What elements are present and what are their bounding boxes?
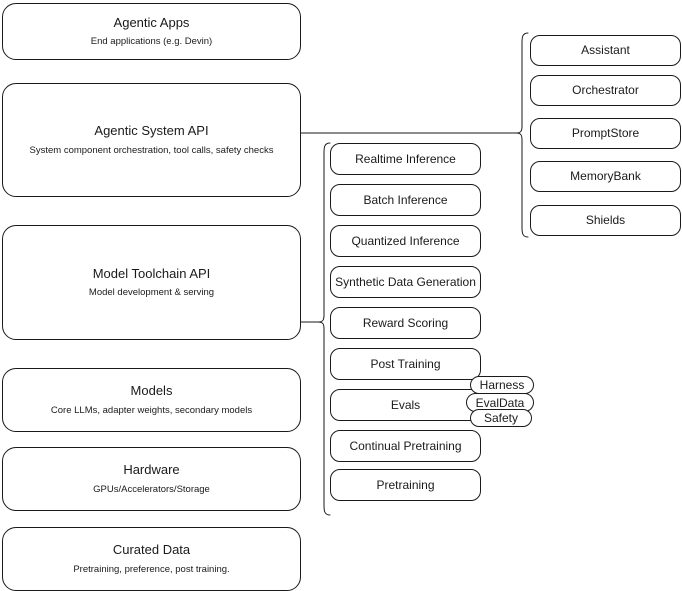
layer-subtitle: GPUs/Accelerators/Storage (93, 483, 210, 495)
brace-toolchain-items (317, 142, 331, 516)
toolchain-item-quantized-inference[interactable]: Quantized Inference (330, 225, 481, 257)
brace-system-components (515, 32, 529, 238)
system-item-label: Orchestrator (572, 83, 639, 97)
layer-subtitle: Model development & serving (88, 287, 215, 299)
toolchain-item-pretraining[interactable]: Pretraining (330, 469, 481, 501)
system-item-orchestrator[interactable]: Orchestrator (530, 75, 681, 106)
toolchain-item-evals[interactable]: Evals (330, 389, 481, 421)
system-item-shields[interactable]: Shields (530, 205, 681, 236)
layer-models[interactable]: Models Core LLMs, adapter weights, secon… (2, 368, 301, 432)
eval-tag-harness[interactable]: Harness (470, 376, 534, 394)
toolchain-item-continual-pretraining[interactable]: Continual Pretraining (330, 430, 481, 462)
layer-hardware[interactable]: Hardware GPUs/Accelerators/Storage (2, 447, 301, 511)
toolchain-item-label: Continual Pretraining (349, 438, 462, 453)
eval-tag-label: Safety (483, 411, 519, 425)
toolchain-item-post-training[interactable]: Post Training (330, 348, 481, 380)
toolchain-item-label: Pretraining (376, 477, 435, 492)
eval-tag-safety[interactable]: Safety (470, 409, 532, 427)
layer-title: Hardware (123, 462, 180, 478)
layer-curated-data[interactable]: Curated Data Pretraining, preference, po… (2, 527, 301, 591)
toolchain-item-label: Post Training (370, 356, 441, 371)
toolchain-item-label: Batch Inference (363, 192, 448, 207)
layer-title: Curated Data (112, 542, 191, 558)
toolchain-item-label: Evals (390, 397, 421, 412)
toolchain-item-synthetic-data-generation[interactable]: Synthetic Data Generation (330, 266, 481, 298)
layer-agentic-system-api[interactable]: Agentic System API System component orch… (2, 83, 301, 197)
layer-subtitle: End applications (e.g. Devin) (90, 36, 213, 48)
layer-title: Agentic Apps (113, 14, 190, 30)
system-item-label: Assistant (581, 43, 630, 57)
layer-model-toolchain-api[interactable]: Model Toolchain API Model development & … (2, 225, 301, 340)
toolchain-item-reward-scoring[interactable]: Reward Scoring (330, 307, 481, 339)
layer-title: Agentic System API (94, 123, 209, 139)
layer-title: Model Toolchain API (92, 265, 211, 281)
toolchain-item-realtime-inference[interactable]: Realtime Inference (330, 143, 481, 175)
layer-agentic-apps[interactable]: Agentic Apps End applications (e.g. Devi… (2, 3, 301, 60)
toolchain-item-label: Synthetic Data Generation (335, 274, 476, 289)
toolchain-item-batch-inference[interactable]: Batch Inference (330, 184, 481, 216)
system-item-label: MemoryBank (570, 169, 641, 183)
system-item-assistant[interactable]: Assistant (530, 35, 681, 66)
eval-tag-label: Harness (479, 378, 525, 392)
layer-subtitle: Core LLMs, adapter weights, secondary mo… (50, 404, 253, 416)
layer-subtitle: Pretraining, preference, post training. (73, 563, 230, 575)
layer-title: Models (130, 383, 173, 399)
eval-tag-label: EvalData (475, 395, 525, 410)
toolchain-item-label: Quantized Inference (351, 233, 460, 248)
toolchain-item-label: Realtime Inference (355, 151, 456, 166)
system-item-memorybank[interactable]: MemoryBank (530, 161, 681, 192)
system-item-promptstore[interactable]: PromptStore (530, 118, 681, 149)
layer-subtitle: System component orchestration, tool cal… (29, 144, 274, 156)
system-item-label: Shields (585, 213, 626, 227)
system-item-label: PromptStore (571, 126, 640, 140)
toolchain-item-label: Reward Scoring (362, 315, 449, 330)
